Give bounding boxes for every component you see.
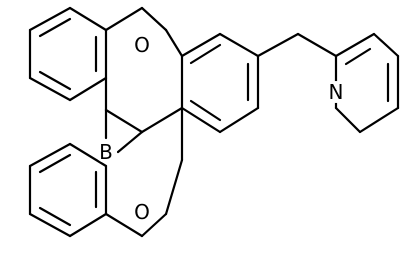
bonds bbox=[28, 6, 400, 238]
bond bbox=[334, 106, 362, 134]
bond bbox=[164, 28, 184, 58]
bond bbox=[104, 212, 144, 238]
bond bbox=[140, 106, 184, 134]
bond bbox=[68, 6, 108, 32]
bond bbox=[68, 142, 108, 168]
atom-bg bbox=[325, 81, 347, 103]
bond bbox=[256, 32, 300, 58]
bond bbox=[189, 43, 222, 65]
bond bbox=[116, 130, 144, 154]
bond bbox=[38, 153, 72, 174]
bond bbox=[296, 32, 338, 58]
bond bbox=[140, 212, 168, 238]
oxygen-top-label: O bbox=[134, 33, 150, 57]
bond bbox=[334, 32, 376, 58]
bond bbox=[38, 70, 72, 91]
bond bbox=[28, 6, 72, 32]
atom-bg bbox=[95, 141, 117, 163]
bond bbox=[38, 206, 72, 227]
bond bbox=[218, 32, 260, 58]
bond bbox=[38, 17, 72, 38]
bond bbox=[104, 108, 144, 134]
boron-label: B bbox=[99, 140, 113, 164]
atom-bg bbox=[131, 34, 153, 56]
bond bbox=[344, 47, 372, 66]
nitrogen-label: N bbox=[329, 80, 344, 104]
oxygen-bottom-label: O bbox=[134, 200, 150, 224]
bond bbox=[189, 99, 222, 122]
bond bbox=[218, 106, 260, 134]
atom-bg bbox=[131, 201, 153, 223]
bond bbox=[180, 32, 222, 58]
bond bbox=[358, 106, 400, 134]
bond bbox=[28, 76, 72, 102]
bond bbox=[104, 6, 144, 32]
atom-labels: O O B N bbox=[95, 33, 347, 224]
bond bbox=[28, 142, 72, 168]
bond bbox=[180, 106, 222, 134]
bond bbox=[164, 158, 184, 216]
bond bbox=[372, 32, 400, 58]
bond bbox=[140, 6, 168, 32]
bond bbox=[68, 212, 108, 238]
bond bbox=[68, 76, 108, 102]
bond bbox=[28, 212, 72, 238]
